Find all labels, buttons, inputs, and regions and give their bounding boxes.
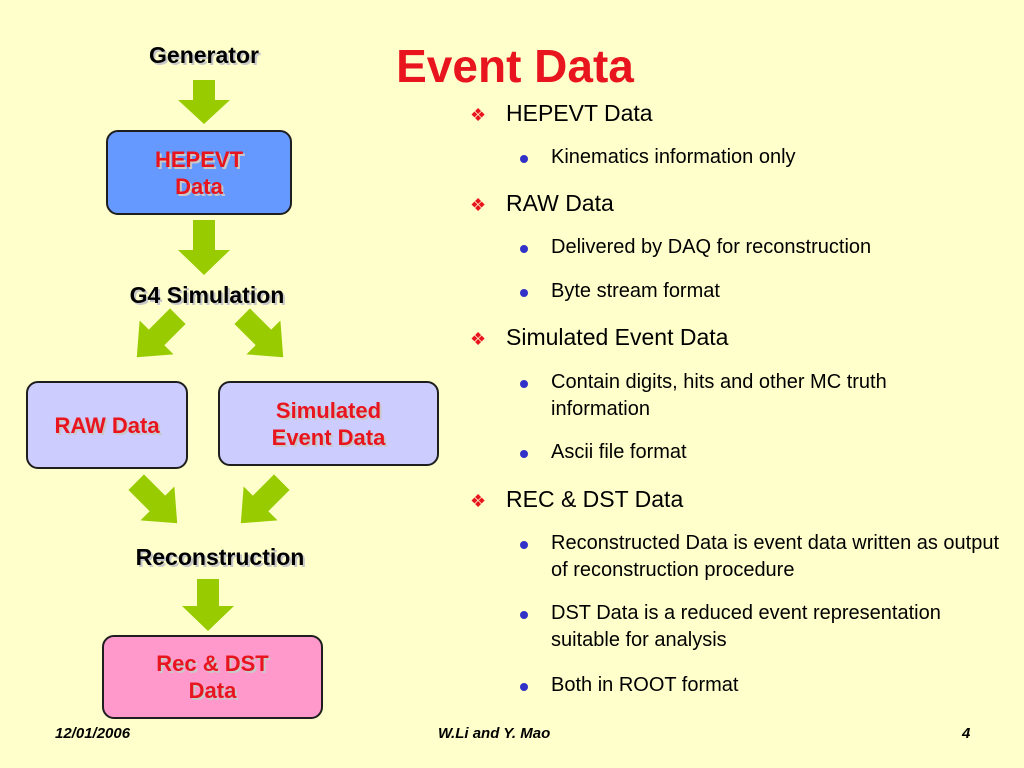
simulated-box-line-2: Event Data	[271, 424, 386, 450]
raw-box-label: RAW Data	[54, 412, 160, 438]
dot-bullet-icon	[520, 450, 528, 458]
sub-bullet-text: Both in ROOT format	[551, 674, 739, 696]
hepevt-data-box: HEPEVT Data	[106, 130, 292, 215]
sub-bullet-text: Kinematics information only	[551, 146, 796, 168]
bullet-label: HEPEVT Data	[506, 100, 653, 126]
slide-title: Event Data	[396, 40, 634, 92]
bullet-rec-dst: ❖ REC & DST Data	[470, 485, 683, 515]
arrow-down-2	[178, 220, 230, 275]
hepevt-box-line-1: HEPEVT	[154, 146, 244, 172]
sub-bullet: Ascii file format	[520, 439, 1020, 466]
sub-bullet: Kinematics information only	[520, 144, 1020, 171]
dot-bullet-icon	[520, 683, 528, 691]
generator-label: Generator	[149, 42, 259, 68]
sub-bullet: Both in ROOT format	[520, 672, 1020, 699]
raw-data-box: RAW Data	[26, 381, 188, 469]
sub-bullet: Byte stream format	[520, 278, 1020, 305]
diamond-bullet-icon: ❖	[470, 329, 487, 349]
arrow-diag-sim-rec	[240, 474, 290, 524]
bullet-raw: ❖ RAW Data	[470, 189, 614, 219]
rec-box-line-1: Rec & DST	[156, 651, 269, 676]
rec-box-line-2: Data	[188, 678, 237, 703]
sub-bullet-text: Delivered by DAQ for reconstruction	[551, 236, 872, 258]
arrow-diag-raw	[136, 308, 186, 358]
dot-bullet-icon	[520, 541, 528, 549]
diamond-bullet-icon: ❖	[470, 105, 487, 125]
g4-simulation-label: G4 Simulation	[129, 282, 285, 308]
reconstruction-label: Reconstruction	[135, 544, 305, 570]
sub-bullet: DST Data is a reduced event representati…	[520, 600, 950, 654]
sub-bullet: Contain digits, hits and other MC truth …	[520, 369, 960, 423]
diamond-bullet-icon: ❖	[470, 491, 487, 511]
dot-bullet-icon	[520, 245, 528, 253]
dot-bullet-icon	[520, 380, 528, 388]
sub-bullet-text: Contain digits, hits and other MC truth …	[551, 371, 887, 420]
footer-date: 12/01/2006	[55, 725, 131, 742]
diamond-bullet-icon: ❖	[470, 195, 487, 215]
arrow-down-1	[178, 80, 230, 124]
hepevt-box-line-2: Data	[175, 173, 223, 199]
simulated-box-line-1: Simulated	[275, 397, 382, 423]
arrow-diag-raw-rec	[128, 474, 178, 524]
arrow-down-3	[182, 579, 234, 631]
dot-bullet-icon	[520, 289, 528, 297]
bullet-label: Simulated Event Data	[506, 324, 729, 350]
footer-authors: W.Li and Y. Mao	[438, 725, 551, 742]
sub-bullet-text: Reconstructed Data is event data written…	[551, 532, 1000, 581]
bullet-label: REC & DST Data	[506, 486, 684, 512]
bullet-simulated: ❖ Simulated Event Data	[470, 323, 728, 353]
sub-bullet-text: Byte stream format	[551, 280, 720, 302]
flow-arrows	[128, 80, 290, 631]
dot-bullet-icon	[520, 155, 528, 163]
bullet-label: RAW Data	[506, 190, 614, 216]
sub-bullet-text: DST Data is a reduced event representati…	[551, 602, 941, 651]
simulated-event-data-box: Simulated Event Data	[218, 381, 439, 466]
dot-bullet-icon	[520, 611, 528, 619]
arrow-diag-sim	[234, 308, 284, 358]
sub-bullet: Delivered by DAQ for reconstruction	[520, 234, 1020, 261]
rec-dst-data-box: Rec & DST Data	[102, 635, 323, 719]
footer-page-number: 4	[962, 725, 971, 742]
sub-bullet-text: Ascii file format	[551, 441, 687, 463]
bullet-hepevt: ❖ HEPEVT Data	[470, 99, 653, 129]
sub-bullet: Reconstructed Data is event data written…	[520, 530, 1000, 584]
